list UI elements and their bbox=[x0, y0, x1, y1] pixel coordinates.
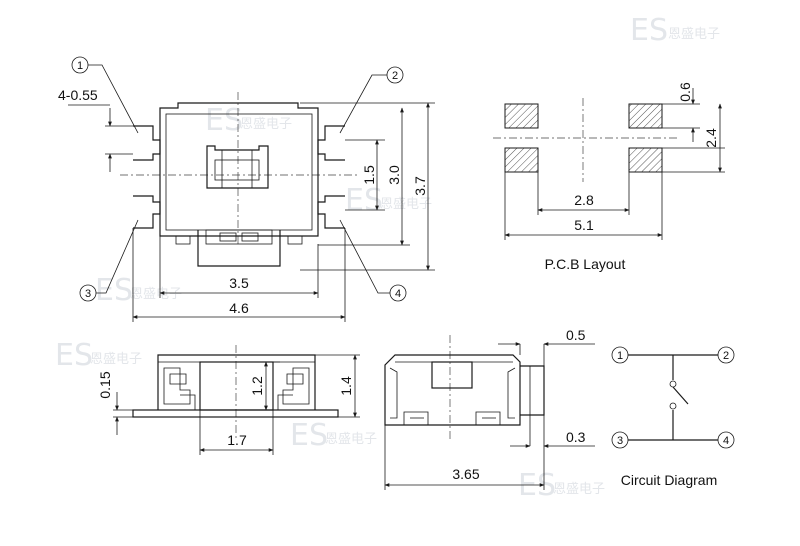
watermark-group: ES 恩盛电子 ES 恩盛电子 ES 恩盛电子 ES 恩盛电子 ES 恩盛电子 … bbox=[55, 13, 720, 503]
watermark-logo: ES bbox=[55, 338, 93, 373]
dim-side-length: 3.65 bbox=[452, 466, 479, 482]
pcb-layout: 0.6 2.4 2.8 5.1 P.C.B Layout bbox=[493, 82, 725, 272]
dim-pitch: 4-0.55 bbox=[58, 87, 98, 103]
circuit-caption: Circuit Diagram bbox=[621, 472, 717, 488]
watermark-text: 恩盛电子 bbox=[90, 352, 142, 367]
dim-side-bottom: 0.3 bbox=[566, 429, 586, 445]
watermark-text: 恩盛电子 bbox=[240, 117, 292, 132]
dim-side-top: 0.5 bbox=[566, 327, 586, 343]
top-view: 1.5 3.0 3.7 4-0.55 3.5 4.6 1 2 3 4 bbox=[58, 56, 435, 322]
circuit-pin-2: 2 bbox=[723, 350, 729, 362]
dim-h2: 3.0 bbox=[386, 165, 402, 185]
pin-4-label: 4 bbox=[395, 288, 401, 300]
watermark-logo: ES bbox=[290, 418, 328, 453]
circuit-pin-1: 1 bbox=[617, 350, 623, 362]
watermark-logo: ES bbox=[205, 103, 243, 138]
watermark-text: 恩盛电子 bbox=[380, 197, 432, 212]
pcb-pad-3 bbox=[504, 147, 539, 173]
dim-pad-h: 0.6 bbox=[677, 82, 693, 102]
circuit-pin-4: 4 bbox=[723, 435, 729, 447]
watermark-text: 恩盛电子 bbox=[130, 287, 182, 302]
pin-3-label: 3 bbox=[85, 288, 91, 300]
pcb-pad-1 bbox=[504, 103, 539, 129]
dim-pcb-inner: 2.8 bbox=[574, 192, 594, 208]
dim-body-h: 1.2 bbox=[249, 376, 265, 396]
dim-span-v: 2.4 bbox=[703, 128, 719, 148]
dim-outer-w: 4.6 bbox=[229, 300, 249, 316]
watermark-logo: ES bbox=[518, 468, 556, 503]
dim-pcb-outer: 5.1 bbox=[574, 217, 594, 233]
dim-h3: 3.7 bbox=[412, 176, 428, 196]
pcb-pad-4 bbox=[628, 147, 663, 173]
dim-total-h: 1.4 bbox=[338, 376, 354, 396]
watermark-text: 恩盛电子 bbox=[668, 27, 720, 42]
watermark-logo: ES bbox=[630, 13, 668, 48]
dim-inner-w: 3.5 bbox=[229, 275, 249, 291]
dim-stand: 0.15 bbox=[97, 371, 113, 398]
pin-1-label: 1 bbox=[77, 60, 83, 72]
pin-2-label: 2 bbox=[392, 70, 398, 82]
dim-front-width: 1.7 bbox=[227, 432, 247, 448]
circuit-pin-3: 3 bbox=[617, 435, 623, 447]
pcb-pad-2 bbox=[628, 103, 663, 129]
dim-h1: 1.5 bbox=[361, 165, 377, 185]
pcb-caption: P.C.B Layout bbox=[545, 256, 626, 272]
front-view: 0.15 1.2 1.4 1.7 bbox=[97, 345, 360, 455]
watermark-logo: ES bbox=[95, 273, 133, 308]
circuit-diagram: 1 2 3 4 Circuit Diagram bbox=[611, 346, 735, 488]
watermark-text: 恩盛电子 bbox=[325, 432, 377, 447]
watermark-text: 恩盛电子 bbox=[553, 482, 605, 497]
side-view: 0.5 0.3 3.65 bbox=[384, 327, 595, 490]
